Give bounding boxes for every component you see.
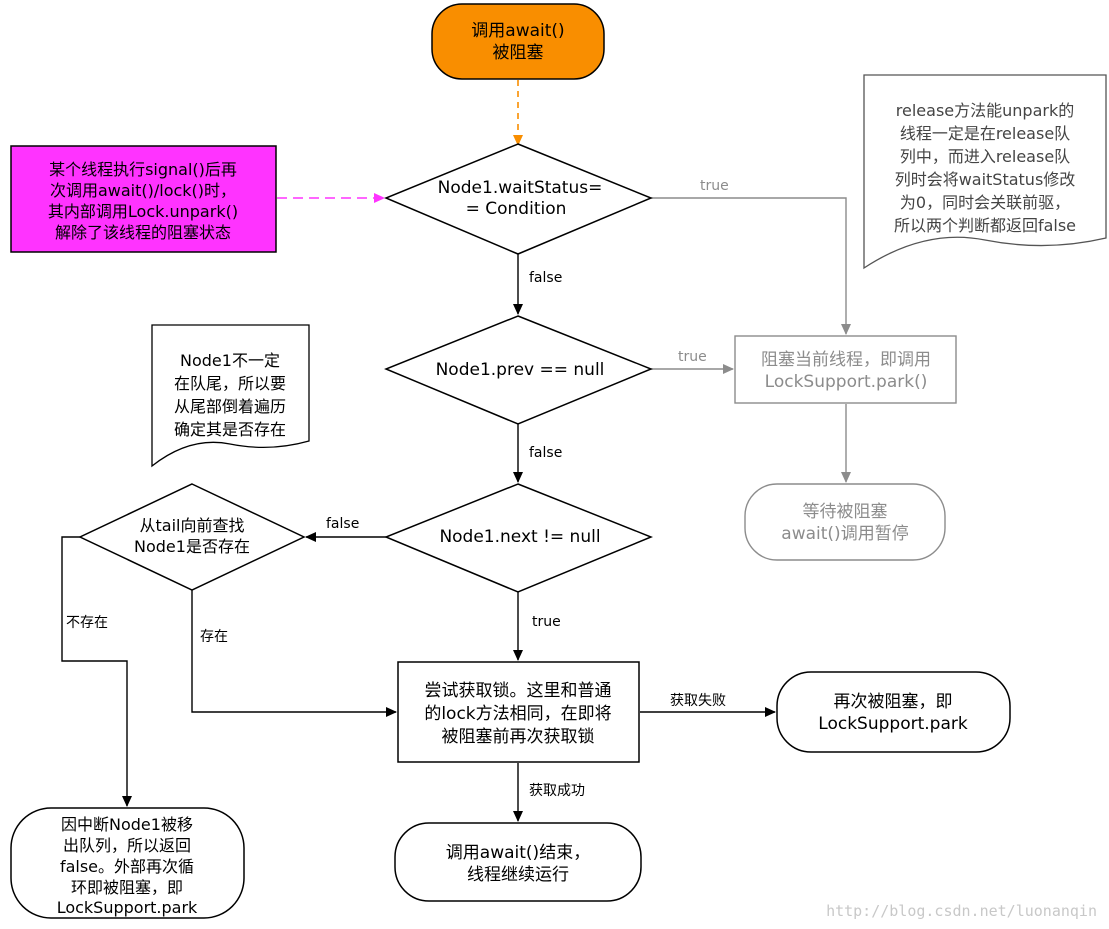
- label-waitstatus-false: false: [529, 270, 562, 286]
- interrupt-end-line-4: 环即被阻塞，即: [71, 878, 183, 897]
- label-prev-true: true: [678, 349, 707, 365]
- wait-blocked-line-1: 等待被阻塞: [803, 502, 888, 522]
- await-end-line-2: 线程继续运行: [467, 865, 569, 885]
- decision-tail: 从tail向前查找 Node1是否存在: [78, 483, 306, 591]
- await-end-node: 调用await()结束， 线程继续运行: [394, 822, 642, 902]
- decision-next-label: Node1.next != null: [439, 527, 600, 547]
- tail-note-line-4: 确定其是否存在: [174, 420, 286, 439]
- release-note-line-3: 列中，而进入release队: [900, 147, 1070, 166]
- release-note-line-6: 所以两个判断都返回false: [894, 216, 1076, 235]
- watermark: http://blog.csdn.net/luonanqin: [826, 902, 1097, 920]
- decision-next: Node1.next != null: [384, 483, 653, 593]
- release-note: release方法能unpark的 线程一定是在release队 列中，而进入r…: [863, 74, 1107, 270]
- decision-waitstatus-line-1: Node1.waitStatus=: [438, 178, 603, 198]
- decision-waitstatus-line-2: = Condition: [466, 199, 567, 219]
- wait-blocked-line-2: await()调用暂停: [781, 524, 908, 544]
- label-tail-present: 存在: [200, 629, 228, 645]
- block-park-line-2: LockSupport.park(): [765, 372, 928, 392]
- edges: [61, 80, 851, 822]
- release-note-line-1: release方法能unpark的: [896, 101, 1074, 120]
- label-lock-success: 获取成功: [529, 783, 585, 799]
- try-lock-line-3: 被阻塞前再次获取锁: [442, 727, 595, 747]
- wait-blocked-node: 等待被阻塞 await()调用暂停: [744, 483, 946, 561]
- signal-note: 某个线程执行signal()后再 次调用await()/lock()时， 其内部…: [10, 145, 277, 253]
- release-note-line-2: 线程一定是在release队: [900, 124, 1070, 143]
- release-note-line-4: 列时会将waitStatus修改: [895, 170, 1076, 189]
- block-park-line-1: 阻塞当前线程，即调用: [761, 350, 931, 370]
- label-lock-fail: 获取失败: [670, 693, 726, 709]
- label-waitstatus-true: true: [700, 178, 729, 194]
- decision-waitstatus: Node1.waitStatus= = Condition: [384, 143, 653, 255]
- label-tail-absent: 不存在: [66, 615, 108, 631]
- try-lock-line-2: 的lock方法相同，在即将: [424, 704, 611, 724]
- edge-tail-present: [191, 590, 397, 717]
- interrupt-end-line-5: LockSupport.park: [57, 898, 198, 917]
- try-lock-node: 尝试获取锁。这里和普通 的lock方法相同，在即将 被阻塞前再次获取锁: [397, 661, 640, 763]
- try-lock-line-1: 尝试获取锁。这里和普通: [425, 681, 612, 701]
- reblock-line-1: 再次被阻塞，即: [834, 692, 953, 712]
- label-next-false: false: [326, 516, 359, 532]
- tail-note-line-2: 在队尾，所以要: [174, 374, 286, 393]
- signal-note-line-2: 次调用await()/lock()时，: [50, 181, 236, 200]
- release-note-line-5: 为0，同时会关联前驱，: [900, 193, 1070, 212]
- label-next-true: true: [532, 614, 561, 630]
- interrupt-end-line-2: 出队列，所以返回: [63, 836, 191, 855]
- edge-tail-absent: [61, 536, 132, 807]
- interrupt-end-node: 因中断Node1被移 出队列，所以返回 false。外部再次循 环即被阻塞，即 …: [10, 807, 245, 919]
- interrupt-end-line-3: false。外部再次循: [60, 857, 194, 876]
- decision-prev-label: Node1.prev == null: [436, 360, 605, 380]
- start-line-2: 被阻塞: [493, 43, 544, 63]
- tail-note-line-1: Node1不一定: [180, 351, 280, 370]
- decision-prev: Node1.prev == null: [384, 315, 653, 425]
- tail-note-line-3: 从尾部倒着遍历: [174, 397, 286, 416]
- interrupt-end-line-1: 因中断Node1被移: [61, 815, 193, 834]
- signal-note-line-3: 其内部调用Lock.unpark(): [48, 202, 238, 221]
- label-prev-false: false: [529, 445, 562, 461]
- await-end-line-1: 调用await()结束，: [446, 843, 590, 863]
- decision-tail-line-1: 从tail向前查找: [140, 516, 245, 535]
- reblock-node: 再次被阻塞，即 LockSupport.park: [776, 671, 1011, 753]
- signal-note-line-1: 某个线程执行signal()后再: [49, 160, 237, 179]
- edge-labels: true false true false false true 不存在 存在 …: [66, 178, 729, 799]
- start-line-1: 调用await(): [471, 21, 564, 41]
- block-park-node: 阻塞当前线程，即调用 LockSupport.park(): [734, 335, 957, 404]
- start-node: 调用await() 被阻塞: [431, 3, 605, 80]
- decision-tail-line-2: Node1是否存在: [134, 537, 250, 556]
- edge-waitstatus-true: [651, 197, 851, 335]
- tail-note: Node1不一定 在队尾，所以要 从尾部倒着遍历 确定其是否存在: [151, 324, 310, 468]
- signal-note-line-4: 解除了该线程的阻塞状态: [55, 223, 231, 242]
- reblock-line-2: LockSupport.park: [818, 714, 968, 734]
